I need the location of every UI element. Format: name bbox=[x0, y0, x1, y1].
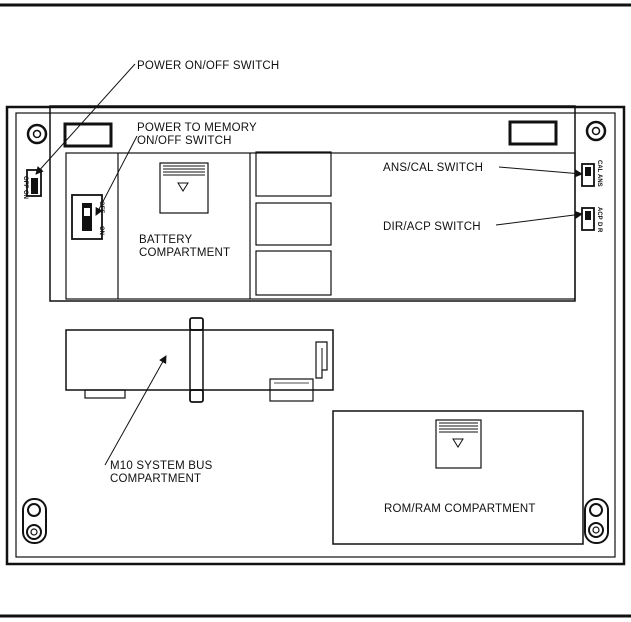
screw-top-left bbox=[26, 123, 48, 145]
upper-inner-panel bbox=[65, 152, 576, 300]
dir-mark: D R bbox=[596, 222, 602, 233]
label-memory-switch-line2: ON/OFF SWITCH bbox=[137, 135, 232, 147]
label-ans-cal: ANS/CAL SWITCH bbox=[383, 162, 483, 174]
ans-cal-switch[interactable] bbox=[581, 163, 595, 187]
power-switch[interactable] bbox=[26, 169, 42, 197]
battery-latch bbox=[159, 162, 209, 214]
leader-power-switch bbox=[35, 63, 136, 175]
slot-right bbox=[508, 120, 558, 146]
power-switch-on-mark: ON bbox=[22, 190, 28, 199]
label-bus-line2: COMPARTMENT bbox=[110, 473, 201, 485]
power-switch-off-mark: OFF bbox=[22, 176, 28, 188]
foot-bottom-left bbox=[22, 498, 47, 544]
dir-acp-switch[interactable] bbox=[581, 207, 595, 231]
label-battery-line1: BATTERY bbox=[139, 234, 193, 246]
label-rom-ram: ROM/RAM COMPARTMENT bbox=[384, 503, 536, 515]
leader-dir-acp bbox=[495, 210, 583, 226]
panel-box-2 bbox=[255, 202, 332, 246]
cal-mark: CAL bbox=[596, 160, 602, 173]
leader-system-bus bbox=[104, 355, 167, 466]
panel-box-3 bbox=[255, 250, 332, 296]
system-bus-compartment bbox=[65, 317, 334, 403]
memory-switch-on-mark: ON bbox=[98, 226, 104, 235]
label-bus-line1: M10 SYSTEM BUS bbox=[110, 460, 213, 472]
label-battery-line2: COMPARTMENT bbox=[139, 247, 230, 259]
slot-left bbox=[63, 122, 113, 148]
memory-switch-off-mark: OFF bbox=[98, 201, 104, 213]
label-memory-switch-line1: POWER TO MEMORY bbox=[137, 122, 257, 134]
screw-top-right bbox=[585, 120, 607, 142]
rom-ram-compartment bbox=[332, 410, 584, 545]
device-case bbox=[5, 105, 626, 566]
panel-box-1 bbox=[255, 151, 332, 197]
label-power-switch: POWER ON/OFF SWITCH bbox=[137, 60, 279, 72]
label-dir-acp: DIR/ACP SWITCH bbox=[383, 221, 481, 233]
memory-switch[interactable] bbox=[71, 194, 103, 240]
leader-memory-switch bbox=[95, 135, 138, 216]
foot-bottom-right bbox=[584, 498, 609, 544]
device-case-inner bbox=[15, 112, 616, 558]
leader-ans-cal bbox=[498, 166, 583, 178]
ans-mark: ANS bbox=[596, 174, 602, 187]
acp-mark: ACP bbox=[596, 207, 602, 220]
